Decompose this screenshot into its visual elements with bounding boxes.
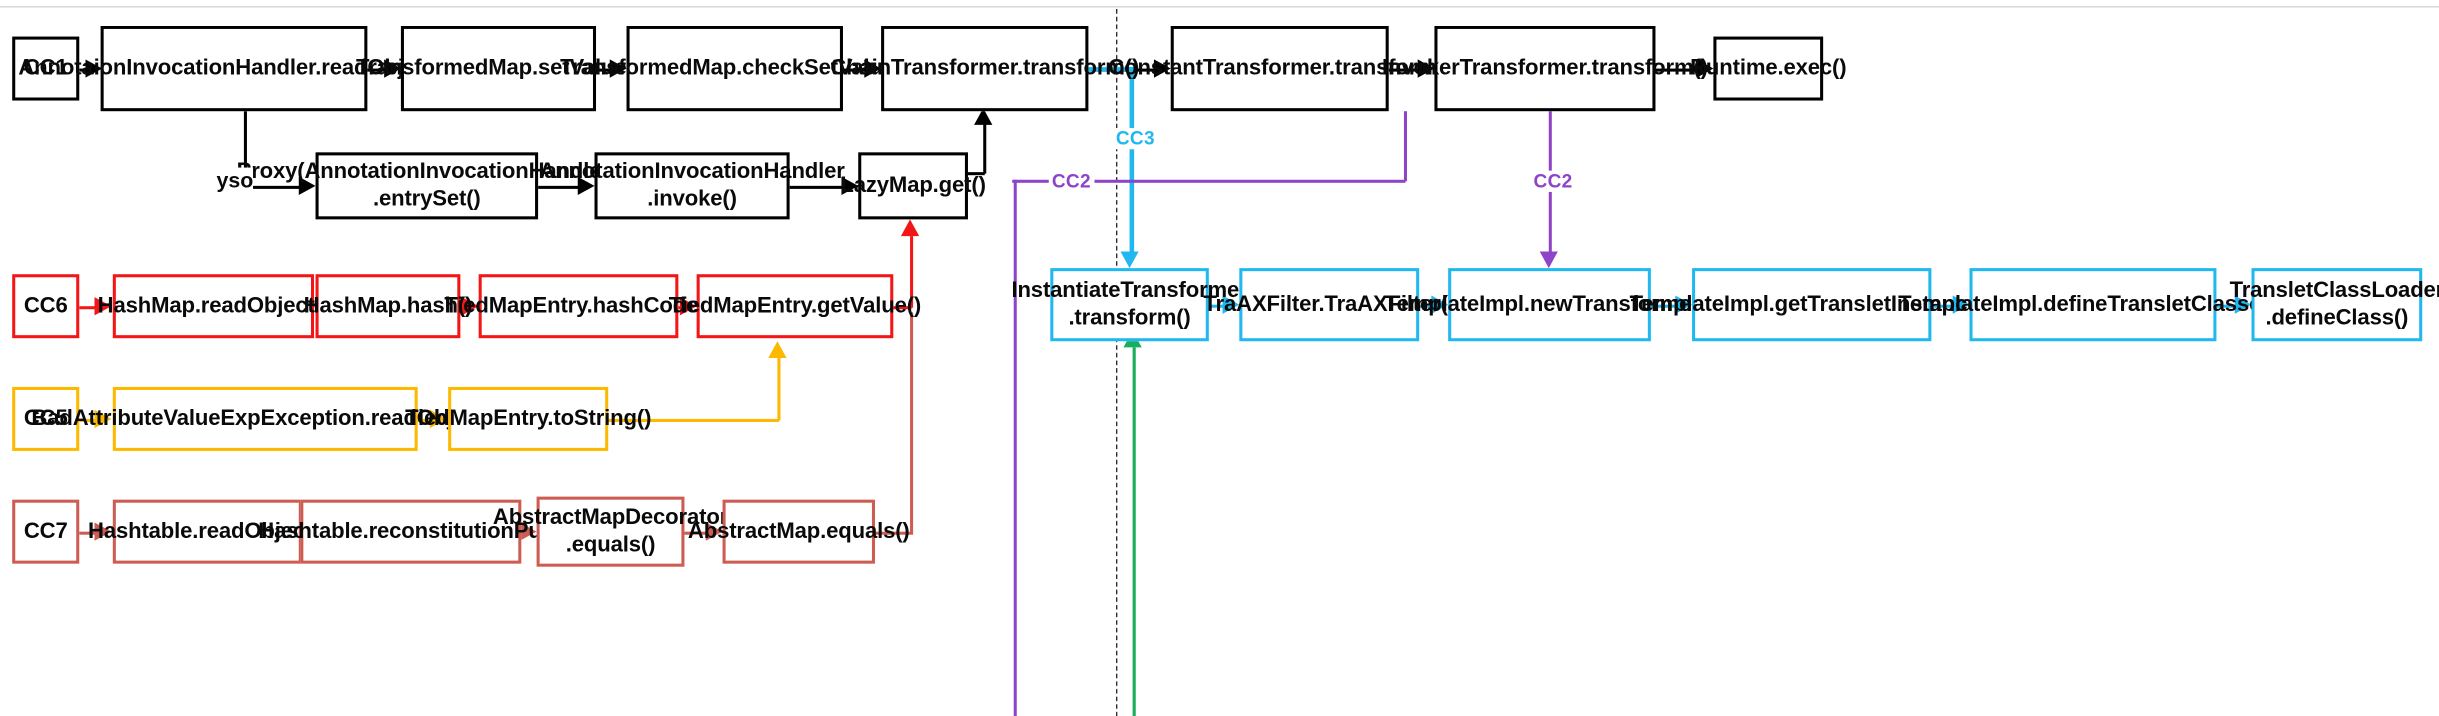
arrowhead-hash-to-hashcode (461, 296, 479, 315)
node-traaxfilter-traaxfilter[interactable]: TraAXFilter.TraAXFilter() (1203, 268, 1455, 342)
arrowhead-cc5-to-badattr (94, 409, 112, 428)
node-invokertransformer-transform[interactable]: InvokerTransformer.transform() (1382, 25, 1708, 112)
arrowhead-hashcode-to-getvalue (679, 296, 697, 315)
node-transletclassloader-defineclass[interactable]: TransletClassLoader .defineClass() (2230, 268, 2439, 342)
node-tiedmapentry-hashcode[interactable]: TiedMapEntry.hashCode() (444, 274, 713, 339)
edge-proxy-to-invoke (538, 185, 581, 189)
edge-yso-to-proxy (243, 185, 305, 189)
edge-label-cc2-left: CC2 (1048, 170, 1094, 192)
label-yso: yso (216, 167, 254, 192)
arrowhead-constanttransformer-to-invokertransformer (1417, 58, 1435, 77)
node-proxy-entryset[interactable]: Proxy(AnnotationInvocationHandler) .entr… (237, 152, 617, 220)
node-tiedmapentry-tostring[interactable]: TiedMapEntry.toString() (405, 386, 651, 451)
arrowhead-instantiate-to-traaxfilter (1222, 294, 1240, 314)
edge-gettransletinstance-to-definetransletclasses (1931, 304, 1953, 308)
node-cc5[interactable]: CC5 (12, 386, 80, 451)
edge-label-cc2-right: CC2 (1530, 170, 1576, 192)
edge-newtransformer-to-gettransletinstance (1650, 304, 1676, 308)
top-rule (0, 6, 2439, 8)
arrowhead-cc6-to-hashmap-readobject (94, 296, 112, 315)
arrowhead-aih-to-setvalue (384, 58, 401, 77)
edge-lazymap-up-to-chaintransformer (983, 120, 987, 174)
edge-definetransletclasses-to-transletclassloader (2216, 304, 2235, 308)
node-templateimpl-definetransletclasses[interactable]: TemplateImpl.defineTransletClasses() (1898, 268, 2288, 342)
edge-cc2-left-horizontal (1012, 179, 1406, 183)
arrowhead-cc3-to-instantiate (1120, 251, 1139, 269)
node-hashmap-readobject[interactable]: HashMap.readObject() (98, 274, 329, 339)
node-badattributevalueexpexception-readobject[interactable]: BadAttributeValueExpException.readObject… (31, 386, 499, 451)
edge-hash-to-hashcode (460, 306, 464, 310)
node-constanttransformer-transform[interactable]: ConstantTransformer.transform() (1108, 25, 1451, 112)
arrowhead-definetransletclasses-to-transletclassloader (2234, 294, 2252, 314)
edge-tostring-right-stub (608, 418, 779, 422)
edge-aih-to-setvalue (367, 68, 392, 72)
edge-cc3-vertical (1129, 67, 1135, 253)
node-templateimpl-newtransformer[interactable]: TemplateImpl.newTransformer() (1385, 268, 1714, 342)
edge-setvalue-to-checksetvalue (596, 68, 618, 72)
edge-getvalue-up-to-lazymap (910, 236, 914, 308)
node-abstractmap-equals[interactable]: AbstractMap.equals() (688, 499, 910, 564)
node-transformedmap-setvalue[interactable]: TransformedMap.setValue() (356, 25, 641, 112)
node-hashtable-reconstitutionput[interactable]: Hashtable.reconstitutionPut() (258, 499, 564, 564)
edge-cc5-to-badattr (79, 418, 98, 422)
edge-label-cc3: CC3 (1112, 127, 1158, 150)
edge-abstractmapdecorator-to-abstractmap (684, 531, 706, 535)
node-hashtable-readobject[interactable]: Hashtable.readObject() (88, 499, 327, 564)
arrowhead-yso-to-proxy (298, 175, 316, 195)
node-lazymap-get[interactable]: LazyMap.get() (840, 152, 986, 220)
arrowhead-newtransformer-to-gettransletinstance (1675, 294, 1693, 314)
edge-cc6-to-hashmap-readobject (79, 306, 98, 310)
edge-aih-down-to-yso (243, 111, 247, 186)
arrowhead-lazymap-to-chaintransformer (973, 108, 992, 125)
edge-checksetvalue-to-chaintransformer (842, 68, 871, 72)
edge-traaxfilter-to-newtransformer (1419, 304, 1432, 308)
arrowhead-abstractmapdecorator-to-abstractmap (705, 521, 723, 541)
edge-invoke-to-lazymap (789, 185, 845, 189)
node-abstractmapdecorator-equals[interactable]: AbstractMapDecorator .equals() (493, 496, 728, 567)
edge-lazymap-right-stub (967, 172, 985, 176)
edge-cc2-left-vertical-down (1013, 179, 1017, 716)
edge-getvalue-right-stub (893, 306, 912, 310)
node-cc7[interactable]: CC7 (12, 499, 80, 564)
node-runtime-exec[interactable]: Runtime.exec() (1690, 36, 1847, 101)
arrowhead-put-to-abstractmapdecorator (519, 521, 537, 541)
arrowhead-gettransletinstance-to-definetransletclasses (1952, 294, 1970, 314)
node-tiedmapentry-getvalue[interactable]: TiedMapEntry.getValue() (669, 274, 921, 339)
arrowhead-proxy-to-invoke (577, 175, 595, 195)
node-annotation-invocation-handler-invoke[interactable]: AnnotationInvocationHandler .invoke() (539, 152, 845, 220)
edge-cc7-to-hashtable-readobject (79, 531, 98, 535)
edge-constanttransformer-to-invokertransformer (1388, 68, 1426, 72)
arrowhead-badattr-to-tostring (429, 409, 447, 428)
node-templateimpl-gettransletinstance[interactable]: TemplateImpl.getTransletInstance() (1630, 268, 1994, 342)
edge-badattr-to-tostring (417, 418, 432, 422)
node-cc6[interactable]: CC6 (12, 274, 80, 339)
node-cc1[interactable]: CC1 (12, 36, 80, 101)
edge-cc3-horizontal (1088, 67, 1133, 72)
node-annotation-invocation-handler-readobject[interactable]: AnnotaionInvocationHandler.readObject() (18, 25, 450, 112)
node-chaintransformer-transform[interactable]: ChainTransformer.transform() (830, 25, 1139, 112)
edge-abstractmap-right-stub (874, 531, 914, 535)
arrowhead-cc7-to-hashtable-readobject (94, 521, 112, 541)
arrowhead-invokertransformer-to-runtimeexec (1696, 58, 1714, 77)
arrowhead-cc1-to-aih (85, 58, 103, 77)
edge-abstractmap-up-to-lazymap (910, 312, 914, 534)
arrowhead-checksetvalue-to-chaintransformer (864, 58, 882, 77)
node-instantiatetransformer-transform[interactable]: InstantiateTransformer .transform() (1011, 268, 1248, 342)
edge-cc2-left-from-constanttransformer (1403, 111, 1407, 182)
arrowhead-setvalue-to-checksetvalue (609, 58, 627, 77)
divider-left (1115, 9, 1118, 716)
arrowhead-cc2-right-to-newtransformer (1539, 251, 1558, 269)
arrowhead-invoke-to-lazymap (841, 175, 859, 195)
arrowhead-tostring-to-getvalue (767, 341, 786, 358)
edge-invokertransformer-to-runtimeexec (1655, 68, 1705, 72)
node-transformedmap-checksetvalue[interactable]: TransformedMap.checkSetValue() (560, 25, 910, 112)
edge-instantiate-to-traaxfilter (1208, 304, 1226, 308)
edge-transformingcomparator-up-to-instantiate (1132, 347, 1136, 716)
arrowhead-traaxfilter-to-newtransformer (1431, 294, 1449, 314)
node-hashmap-hash[interactable]: HashMap.hash() (304, 274, 472, 339)
edge-tostring-up-to-getvalue (777, 358, 781, 421)
arrowhead-getvalue-to-lazymap (900, 219, 919, 237)
arrowhead-chaintransformer-to-constanttransformer (1153, 58, 1171, 77)
